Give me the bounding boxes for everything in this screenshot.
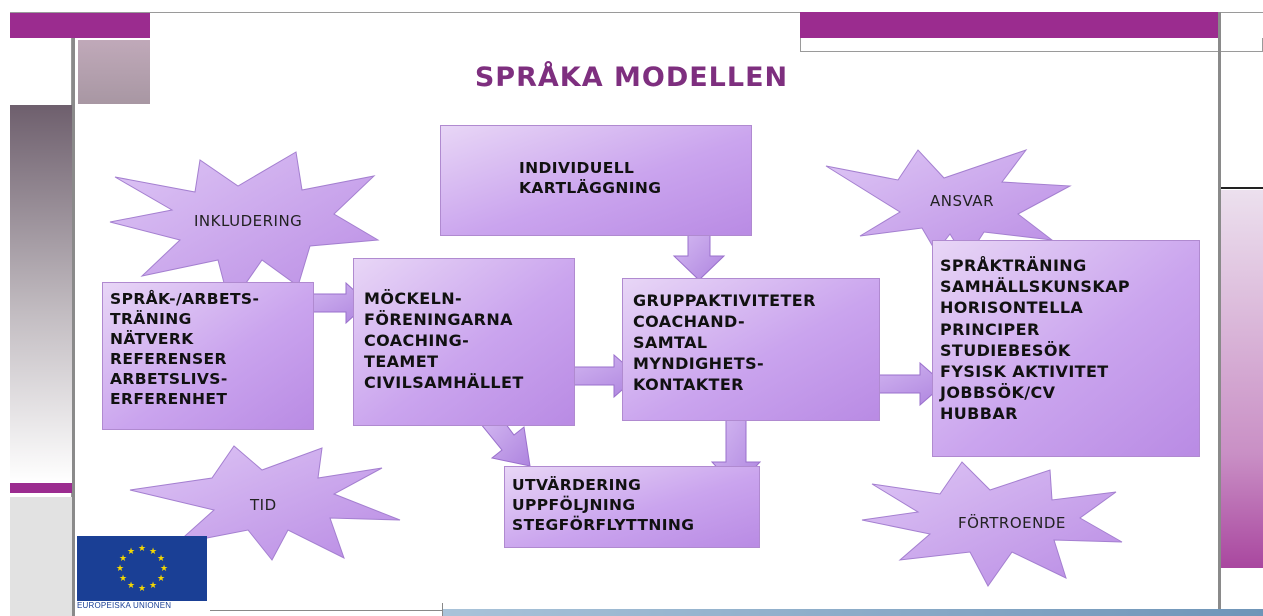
svg-text:★: ★ [127,547,135,557]
top-left-accent-bar [10,12,150,38]
box-gruppaktiviteter [622,278,880,421]
star-inkludering [109,151,380,308]
star-inkludering-label: INKLUDERING [194,212,303,230]
svg-text:★: ★ [160,564,168,574]
star-tid [129,445,401,561]
left-accent-bar [10,483,72,493]
top-right-accent-bar [800,12,1218,38]
right-gradient-panel [1221,190,1263,568]
svg-text:★: ★ [119,574,127,584]
star-fortroende-label: FÖRTROENDE [958,514,1066,532]
grey-square [78,40,150,104]
svg-text:★: ★ [157,554,165,564]
box-mockeln [353,258,575,426]
top-rule [10,12,1263,13]
box-individuell-kartlaggning-text: INDIVIDUELL KARTLÄGGNING [519,159,662,197]
svg-text:★: ★ [116,564,124,574]
right-dark-rule [1221,187,1263,189]
box-mockeln-text: MÖCKELN- FÖRENINGARNA COACHING- TEAMET C… [364,289,524,392]
slide-title: SPRÅKA MODELLEN [474,62,789,93]
box-sprakträning [932,240,1200,457]
left-gradient-panel [10,105,72,483]
left-frame-line [72,38,75,616]
box-utvardering [504,466,760,548]
right-frame-line [1218,12,1221,616]
star-tid-label: TID [250,496,277,514]
eu-flag-logo: ★ ★ ★ ★ ★ ★ ★ ★ ★ ★ ★ ★ [77,536,207,601]
bottom-rule-sep [442,603,443,616]
box-sprakträning-text: SPRÅKTRÄNING SAMHÄLLSKUNSKAP HORISONTELL… [940,256,1131,424]
bottom-rule-left [210,610,442,611]
eu-logo-caption: EUROPEISKA UNIONEN [77,601,172,610]
box-gruppaktiviteter-text: GRUPPAKTIVITETER COACHAND- SAMTAL MYNDIG… [633,291,816,394]
svg-text:★: ★ [157,574,165,584]
box-sprak-arbetstraning [102,282,314,430]
box-individuell-kartlaggning [440,125,752,236]
eu-stars-icon: ★ ★ ★ ★ ★ ★ ★ ★ ★ ★ ★ ★ [116,544,168,594]
svg-text:★: ★ [149,547,157,557]
svg-text:★: ★ [138,544,146,554]
box-utvardering-text: UTVÄRDERING UPPFÖLJNING STEGFÖRFLYTTNING [512,476,695,534]
svg-text:★: ★ [127,581,135,591]
svg-text:★: ★ [119,554,127,564]
svg-text:★: ★ [149,581,157,591]
box-sprak-arbetstraning-text: SPRÅK-/ARBETS- TRÄNING NÄTVERK REFERENSE… [110,290,260,408]
svg-text:★: ★ [138,584,146,594]
left-lower-panel [10,497,72,616]
bottom-right-bar [443,609,1263,616]
star-fortroende [861,461,1123,587]
star-ansvar-label: ANSVAR [930,192,994,210]
